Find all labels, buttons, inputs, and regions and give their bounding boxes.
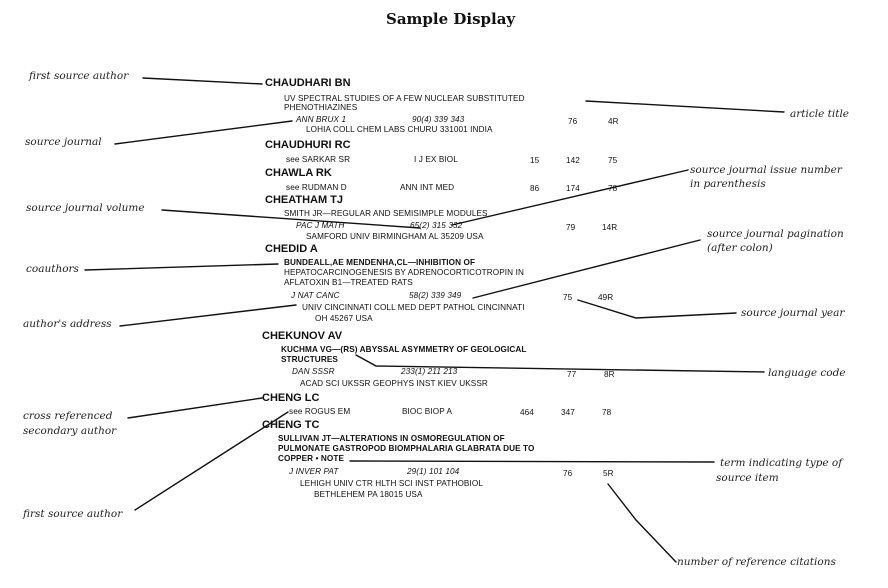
leader-pagination bbox=[472, 239, 701, 299]
leader-reference-citations bbox=[607, 483, 677, 563]
label-issue-number: source journal issue number bbox=[690, 164, 842, 176]
volume-pages: 29(1) 101 104 bbox=[407, 467, 460, 476]
label-source-journal: source journal bbox=[25, 136, 102, 148]
year: 78 bbox=[602, 408, 612, 417]
leader-source-journal-volume bbox=[161, 209, 421, 229]
author-address: LEHIGH UNIV CTR HLTH SCI INST PATHOBIOL bbox=[300, 479, 483, 488]
leader-authors-address bbox=[119, 304, 297, 327]
entry-author: CHEDID A bbox=[265, 243, 318, 255]
author-address: BETHLEHEM PA 18015 USA bbox=[314, 490, 423, 499]
year: 76 bbox=[568, 117, 578, 126]
label-first-source-author-2: first source author bbox=[23, 508, 123, 520]
label-journal-year: source journal year bbox=[741, 307, 845, 319]
volume-pages: 65(2) 315 332 bbox=[410, 221, 463, 230]
entry-author: CHAUDHURI RC bbox=[265, 139, 351, 151]
volume-pages: 233(1) 211 213 bbox=[401, 367, 458, 376]
leader-cross-referenced bbox=[127, 397, 263, 419]
label-article-title: article title bbox=[790, 108, 850, 120]
author-address: UNIV CINCINNATI COLL MED DEPT PATHOL CIN… bbox=[302, 303, 525, 312]
source-journal: I J EX BIOL bbox=[414, 155, 458, 164]
article-title-line: SMITH JR—REGULAR AND SEMISIMPLE MODULES bbox=[284, 209, 488, 218]
source-journal: ANN BRUX 1 bbox=[296, 115, 347, 124]
author-address: ACAD SCI UKSSR GEOPHYS INST KIEV UKSSR bbox=[300, 379, 488, 388]
label-coauthors: coauthors bbox=[26, 263, 79, 275]
year: 75 bbox=[563, 293, 573, 302]
leader-issue-number bbox=[451, 169, 689, 226]
source-journal: PAC J MATH bbox=[296, 221, 345, 230]
label-source-journal-volume: source journal volume bbox=[26, 202, 145, 214]
volume: 464 bbox=[520, 408, 534, 417]
label-secondary-author: secondary author bbox=[23, 425, 117, 437]
label-language-code: language code bbox=[768, 367, 846, 379]
article-title-line: STRUCTURES bbox=[281, 355, 338, 364]
leader-source-journal bbox=[114, 120, 293, 145]
reference-count: 4R bbox=[608, 117, 619, 126]
page: 142 bbox=[566, 156, 580, 165]
leader-journal-year bbox=[577, 299, 737, 319]
entry-author: CHEATHAM TJ bbox=[265, 194, 344, 206]
see-reference: see ROGUS EM bbox=[289, 407, 351, 416]
page: 174 bbox=[566, 184, 580, 193]
reference-count: 8R bbox=[604, 370, 615, 379]
source-journal: BIOC BIOP A bbox=[402, 407, 453, 416]
source-journal: DAN SSSR bbox=[292, 367, 335, 376]
entry-author: CHAUDHARI BN bbox=[265, 77, 351, 89]
page-title: Sample Display bbox=[386, 10, 516, 28]
author-address: OH 45267 USA bbox=[315, 314, 373, 323]
author-address: LOHIA COLL CHEM LABS CHURU 331001 INDIA bbox=[306, 125, 493, 134]
leader-first-source-author bbox=[142, 77, 263, 85]
source-journal: J INVER PAT bbox=[289, 467, 339, 476]
author-address: SAMFORD UNIV BIRMINGHAM AL 35209 USA bbox=[306, 232, 484, 241]
see-reference: see SARKAR SR bbox=[286, 155, 351, 164]
entry-author: CHENG LC bbox=[262, 392, 320, 404]
reference-count: 14R bbox=[602, 223, 618, 232]
article-title-line: HEPATOCARCINOGENESIS BY ADRENOCORTICOTRO… bbox=[284, 268, 524, 277]
entry-author: CHEKUNOV AV bbox=[262, 330, 343, 342]
see-reference: see RUDMAN D bbox=[286, 183, 347, 192]
year: 79 bbox=[566, 223, 576, 232]
entry-author: CHAWLA RK bbox=[265, 167, 332, 179]
label-cross-referenced: cross referenced bbox=[23, 410, 113, 422]
label-pagination: source journal pagination bbox=[707, 228, 844, 240]
leader-first-source-author-2 bbox=[134, 411, 289, 511]
volume-pages: 90(4) 339 343 bbox=[412, 115, 465, 124]
label-first-source-author: first source author bbox=[29, 70, 129, 82]
article-title-line: BUNDEALL,AE MENDENHA,CL—INHIBITION OF bbox=[284, 258, 476, 267]
article-title-line: SULLIVAN JT—ALTERATIONS IN OSMOREGULATIO… bbox=[278, 434, 505, 443]
volume: 86 bbox=[530, 184, 540, 193]
label-reference-citations: number of reference citations bbox=[677, 556, 836, 568]
article-title-line: PHENOTHIAZINES bbox=[284, 103, 358, 112]
label-source-item: source item bbox=[716, 472, 779, 484]
year: 75 bbox=[608, 156, 618, 165]
article-title-line: AFLATOXIN B1—TREATED RATS bbox=[284, 278, 413, 287]
article-title-line: COPPER • NOTE bbox=[278, 454, 345, 463]
source-journal: J NAT CANC bbox=[291, 291, 340, 300]
year: 76 bbox=[563, 469, 573, 478]
year: 77 bbox=[567, 370, 577, 379]
leader-term-type bbox=[349, 460, 715, 463]
label-authors-address: author's address bbox=[23, 318, 112, 330]
article-title-line: UV SPECTRAL STUDIES OF A FEW NUCLEAR SUB… bbox=[284, 94, 525, 103]
page: 347 bbox=[561, 408, 575, 417]
article-title-line: PULMONATE GASTROPOD BIOMPHALARIA GLABRAT… bbox=[278, 444, 535, 453]
year: 78 bbox=[608, 184, 618, 193]
label-after-colon: (after colon) bbox=[707, 242, 773, 254]
reference-count: 5R bbox=[603, 469, 614, 478]
source-journal: ANN INT MED bbox=[400, 183, 455, 192]
label-term-type: term indicating type of bbox=[720, 457, 843, 469]
volume: 15 bbox=[530, 156, 540, 165]
leader-language-code bbox=[355, 354, 765, 373]
leader-article-title bbox=[585, 100, 785, 113]
entry-author: CHENG TC bbox=[262, 419, 320, 431]
volume-pages: 58(2) 339 349 bbox=[409, 291, 462, 300]
label-in-parenthesis: in parenthesis bbox=[690, 178, 766, 190]
article-title-line: KUCHMA VG—(RS) ABYSSAL ASYMMETRY OF GEOL… bbox=[281, 345, 527, 354]
reference-count: 49R bbox=[598, 293, 614, 302]
leader-coauthors bbox=[84, 263, 279, 271]
